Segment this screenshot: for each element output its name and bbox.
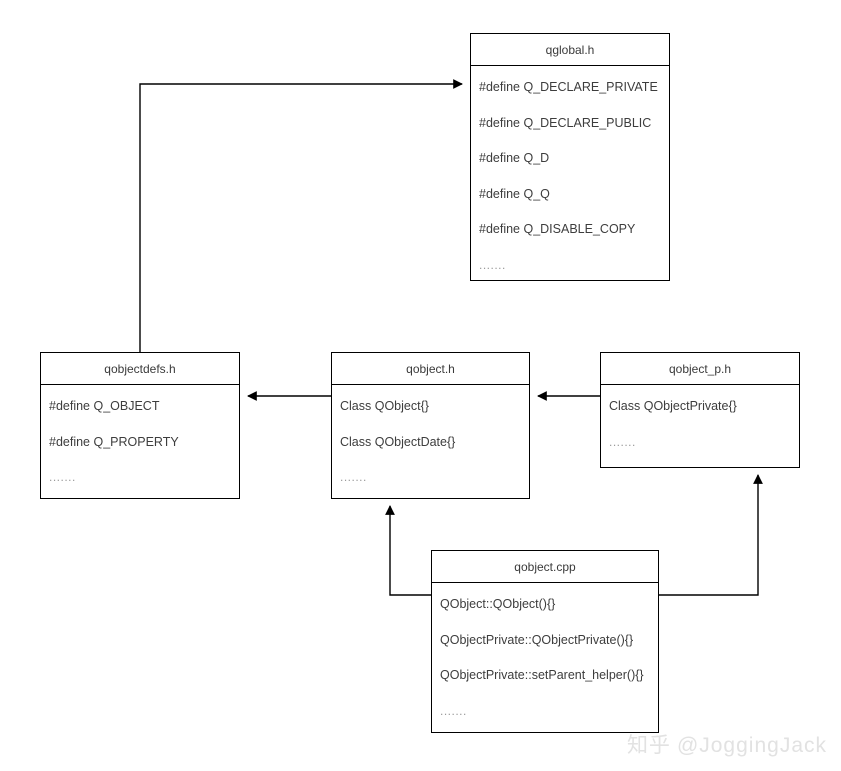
node-body: Class QObjectPrivate{} ....... xyxy=(601,385,799,453)
node-row: #define Q_PROPERTY xyxy=(49,434,179,449)
node-row: #define Q_Q xyxy=(479,186,550,201)
node-row: #define Q_OBJECT xyxy=(49,399,160,413)
node-title: qobject.h xyxy=(332,353,529,385)
node-row: #define Q_D xyxy=(479,151,550,165)
edge-qobject_cpp-to-qobject_p xyxy=(659,474,763,596)
node-row: Class QObjectDate{} xyxy=(340,434,456,449)
node-row-ellipsis: ....... xyxy=(479,257,506,272)
node-row: QObjectPrivate::setParent_helper(){} xyxy=(440,668,644,682)
node-title: qobject.cpp xyxy=(432,551,658,583)
watermark: 知乎@JoggingJack xyxy=(627,729,827,759)
node-title: qobject_p.h xyxy=(601,353,799,385)
edge-qobjectdefs-to-qglobal xyxy=(139,79,463,353)
node-row-ellipsis: ....... xyxy=(49,470,76,484)
node-row: QObjectPrivate::QObjectPrivate(){} xyxy=(440,632,634,647)
watermark-handle: @JoggingJack xyxy=(676,734,827,757)
edge-qobject_cpp-to-qobject_h xyxy=(385,505,431,596)
node-row: Class QObject{} xyxy=(340,399,429,413)
watermark-site: 知乎 xyxy=(626,733,671,757)
node-row-ellipsis: ....... xyxy=(340,470,367,484)
node-qobject-h[interactable]: qobject.h Class QObject{} Class QObjectD… xyxy=(331,352,530,499)
node-title: qglobal.h xyxy=(471,34,669,66)
node-row: QObject::QObject(){} xyxy=(440,597,556,611)
node-row-ellipsis: ....... xyxy=(609,434,636,449)
node-row-ellipsis: ....... xyxy=(440,703,467,718)
node-qobject-p-h[interactable]: qobject_p.h Class QObjectPrivate{} .....… xyxy=(600,352,800,468)
node-title: qobjectdefs.h xyxy=(41,353,239,385)
node-row: Class QObjectPrivate{} xyxy=(609,399,737,413)
node-body: #define Q_OBJECT #define Q_PROPERTY ....… xyxy=(41,385,239,488)
node-body: QObject::QObject(){} QObjectPrivate::QOb… xyxy=(432,583,658,722)
node-row: #define Q_DISABLE_COPY xyxy=(479,222,636,236)
node-row: #define Q_DECLARE_PRIVATE xyxy=(479,80,658,94)
node-row: #define Q_DECLARE_PUBLIC xyxy=(479,115,652,130)
node-qobjectdefs-h[interactable]: qobjectdefs.h #define Q_OBJECT #define Q… xyxy=(40,352,240,499)
node-body: #define Q_DECLARE_PRIVATE #define Q_DECL… xyxy=(471,66,669,276)
node-qglobal-h[interactable]: qglobal.h #define Q_DECLARE_PRIVATE #def… xyxy=(470,33,670,281)
node-qobject-cpp[interactable]: qobject.cpp QObject::QObject(){} QObject… xyxy=(431,550,659,733)
node-body: Class QObject{} Class QObjectDate{} ....… xyxy=(332,385,529,488)
